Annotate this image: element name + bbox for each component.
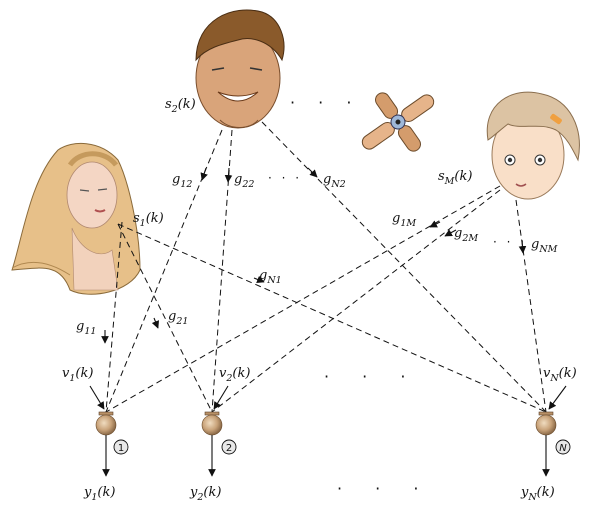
label-s1: s1(k) — [133, 211, 164, 229]
mic-badge-1: 1 — [113, 439, 129, 455]
label-sM: sM(k) — [438, 169, 472, 187]
label-gNM: gNM — [531, 237, 558, 255]
path-sM-micN — [515, 199, 547, 413]
label-g2M: g2M — [454, 226, 478, 244]
label-yN: yN(k) — [520, 485, 555, 503]
ellipsis-outputs: · · · — [337, 479, 432, 498]
label-s2: s2(k) — [165, 97, 196, 115]
path-s1-micN — [117, 223, 547, 413]
path-s1-mic2 — [117, 223, 213, 413]
ellipsis-gains-M: · · · — [493, 235, 527, 249]
arrow-gN1 — [253, 275, 265, 284]
mic-2 — [201, 411, 223, 436]
arrow-gN2 — [307, 167, 318, 178]
label-g12: g12 — [172, 172, 192, 190]
fan-noise-icon — [361, 92, 435, 152]
path-sM-mic2 — [211, 189, 501, 413]
path-sM-mic1 — [105, 185, 501, 413]
label-gN1: gN1 — [259, 268, 282, 286]
mic-badge-N: N — [555, 439, 571, 455]
mic-N — [535, 411, 557, 436]
label-v2: v2(k) — [219, 366, 250, 384]
label-gN2: gN2 — [323, 172, 346, 190]
path-s2-micN — [261, 121, 547, 413]
arrow-v1 — [89, 385, 105, 410]
mic-number-1: 1 — [118, 443, 124, 454]
arrow-v2 — [213, 385, 229, 410]
mic-1 — [95, 411, 117, 436]
arrow-vN — [548, 385, 567, 410]
output-arrows — [102, 435, 550, 477]
label-g21: g21 — [168, 309, 188, 327]
man-speaker-icon — [195, 9, 285, 129]
noise-arrows — [89, 385, 567, 410]
path-s1-mic1 — [105, 221, 123, 413]
label-g1M: g1M — [392, 211, 416, 229]
ellipsis-mics: · · · — [324, 367, 419, 386]
label-g11: g11 — [76, 319, 96, 337]
label-vN: vN(k) — [543, 366, 577, 384]
label-v1: v1(k) — [62, 366, 93, 384]
arrow-g2M — [444, 229, 457, 237]
arrow-g12 — [200, 167, 208, 181]
woman-speaker-icon — [11, 142, 141, 295]
mic-number-N: N — [559, 443, 567, 454]
ellipsis-sources: · · · — [290, 93, 360, 112]
mic-number-2: 2 — [226, 443, 232, 454]
boy-speaker-icon — [486, 91, 580, 200]
label-y2: y2(k) — [189, 485, 221, 503]
arrow-gNM — [518, 239, 527, 254]
path-s2-mic2 — [211, 129, 233, 413]
mic-badge-2: 2 — [221, 439, 237, 455]
label-g22: g22 — [234, 172, 254, 190]
ellipsis-gains-2: · · · — [268, 171, 302, 185]
path-arrowheads — [101, 167, 527, 344]
arrow-g21 — [151, 317, 160, 329]
label-y1: y1(k) — [83, 485, 115, 503]
arrow-g22 — [224, 167, 233, 183]
arrow-g1M — [429, 220, 441, 228]
